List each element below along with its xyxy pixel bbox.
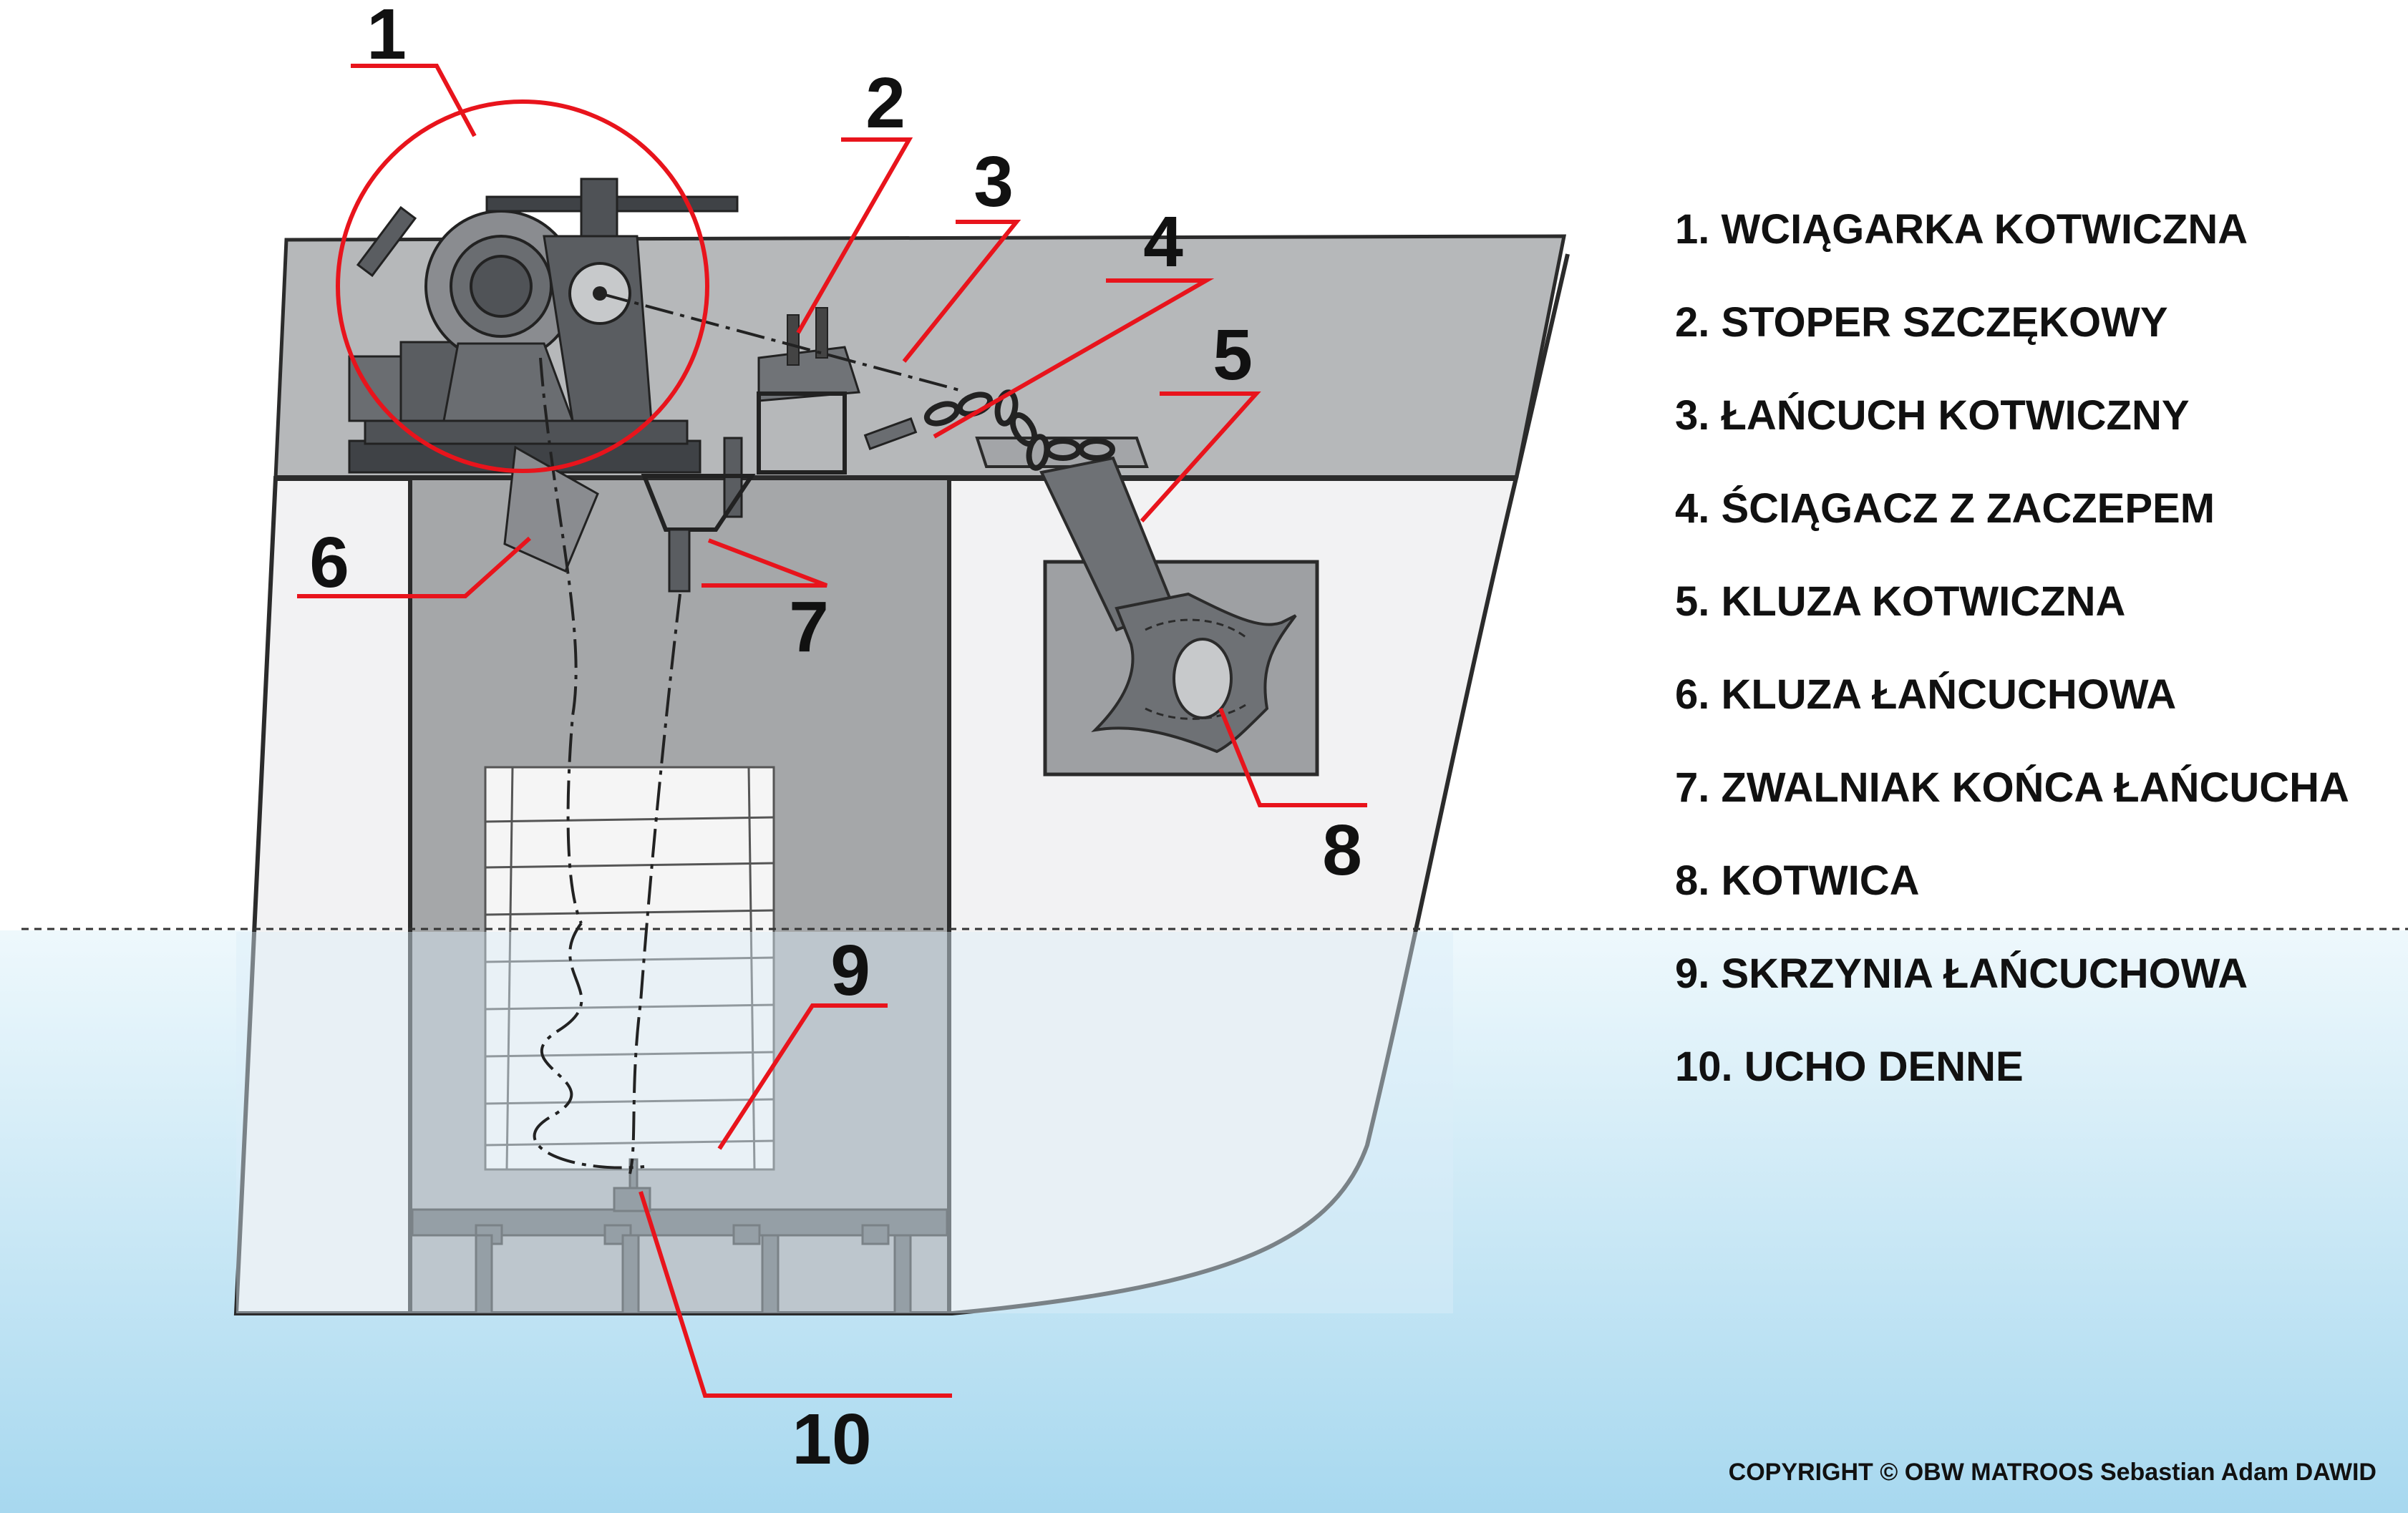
callout-10: 10 — [792, 1399, 871, 1479]
anchor-assembly — [975, 437, 1319, 777]
callout-5: 5 — [1213, 315, 1253, 395]
callout-3: 3 — [974, 142, 1014, 222]
chain-locker — [408, 476, 951, 1315]
legend-item-bottle-screw-hook: 4. ŚCIĄGACZ Z ZACZEPEM — [1675, 485, 2215, 532]
legend-item-bottom-eye: 10. UCHO DENNE — [1675, 1043, 2024, 1090]
legend-item-hawse-pipe: 5. KLUZA KOTWICZNA — [1675, 578, 2126, 625]
callout-9: 9 — [830, 930, 870, 1011]
water-overlay — [236, 932, 1453, 1313]
callout-6: 6 — [309, 522, 349, 603]
legend-item-anchor: 8. KOTWICA — [1675, 857, 1920, 904]
legend-item-chain-pipe: 6. KLUZA ŁAŃCUCHOWA — [1675, 671, 2177, 718]
copyright-notice: COPYRIGHT © OBW MATROOS Sebastian Adam D… — [1728, 1459, 2377, 1486]
callout-4: 4 — [1143, 202, 1183, 282]
callout-1: 1 — [366, 0, 407, 74]
legend-item-chain-stopper: 2. STOPER SZCZĘKOWY — [1675, 299, 2168, 346]
callout-7: 7 — [789, 587, 829, 667]
callout-leaders — [297, 64, 1367, 1398]
legend-item-anchor-chain: 3. ŁAŃCUCH KOTWICZNY — [1675, 392, 2190, 439]
callout-numbers: 1 2 3 4 5 6 7 8 9 10 — [309, 0, 1362, 1479]
callout-2: 2 — [865, 63, 906, 143]
callout-8: 8 — [1322, 810, 1362, 890]
legend: 1. WCIĄGARKA KOTWICZNA 2. STOPER SZCZĘKO… — [1675, 200, 2391, 1131]
legend-item-chain-release: 7. ZWALNIAK KOŃCA ŁAŃCUCHA — [1675, 764, 2349, 811]
legend-item-chain-locker: 9. SKRZYNIA ŁAŃCUCHOWA — [1675, 950, 2248, 997]
legend-item-anchor-windlass: 1. WCIĄGARKA KOTWICZNA — [1675, 206, 2248, 253]
